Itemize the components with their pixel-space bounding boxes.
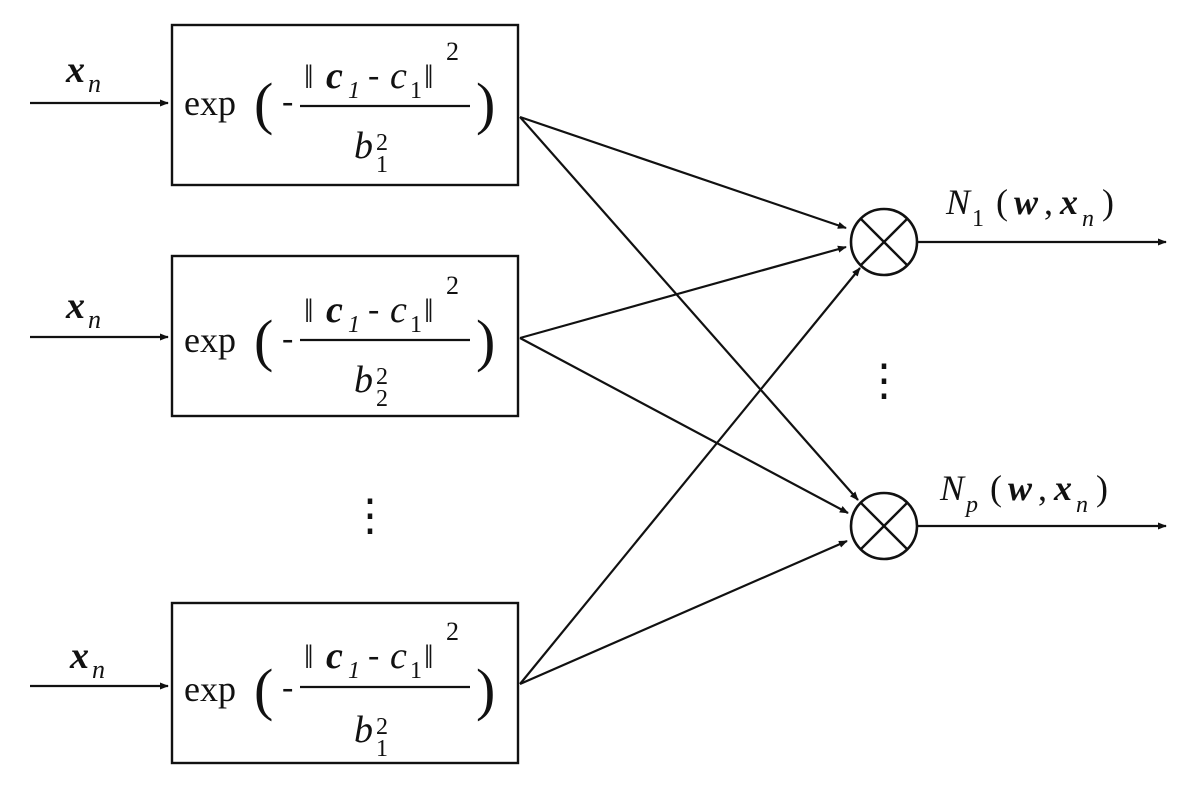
svg-text:x: x bbox=[65, 285, 85, 327]
connection-1-to-1 bbox=[519, 115, 847, 230]
svg-text:‖: ‖ bbox=[304, 293, 314, 330]
svg-text:w: w bbox=[1014, 182, 1039, 222]
svg-text:c: c bbox=[326, 635, 343, 677]
svg-text:-: - bbox=[368, 291, 379, 328]
svg-text:‖: ‖ bbox=[424, 639, 434, 676]
connection-2-to-p bbox=[519, 337, 849, 514]
svg-text:p: p bbox=[964, 492, 978, 518]
product-node-1 bbox=[849, 207, 919, 277]
connection-1-to-p bbox=[519, 116, 859, 501]
svg-text:,: , bbox=[1044, 182, 1053, 222]
svg-text:x: x bbox=[1053, 468, 1072, 508]
svg-text:‖: ‖ bbox=[424, 293, 434, 330]
svg-text:‖: ‖ bbox=[304, 639, 314, 676]
vdots-neurons: ⋮ bbox=[348, 491, 392, 540]
svg-text:): ) bbox=[1102, 182, 1114, 222]
svg-text:-: - bbox=[282, 83, 293, 120]
svg-text:x: x bbox=[69, 635, 89, 677]
svg-text:): ) bbox=[476, 71, 495, 136]
svg-text:c: c bbox=[326, 289, 343, 331]
product-node-p bbox=[849, 491, 919, 561]
svg-text:b: b bbox=[354, 125, 373, 167]
svg-text:-: - bbox=[368, 637, 379, 674]
svg-text:c: c bbox=[390, 55, 407, 97]
svg-text:2: 2 bbox=[446, 271, 459, 300]
svg-text:2: 2 bbox=[376, 714, 388, 740]
svg-text:2: 2 bbox=[376, 386, 388, 412]
neuron-formula-2: exp ( - ‖ c 1 - c 1 ‖ 2 b 2 2 ) bbox=[184, 271, 495, 412]
svg-text:n: n bbox=[88, 69, 101, 98]
svg-text:2: 2 bbox=[376, 130, 388, 156]
svg-text:1: 1 bbox=[410, 658, 422, 684]
svg-text:1: 1 bbox=[972, 206, 984, 232]
svg-text:N: N bbox=[945, 182, 972, 222]
svg-text:b: b bbox=[354, 709, 373, 751]
svg-text:n: n bbox=[1076, 492, 1088, 518]
connection-2-to-1 bbox=[519, 245, 847, 340]
svg-text:1: 1 bbox=[376, 736, 388, 762]
svg-text:(: ( bbox=[996, 182, 1008, 222]
svg-text:n: n bbox=[1082, 206, 1094, 232]
svg-text:-: - bbox=[368, 57, 379, 94]
svg-text:1: 1 bbox=[348, 78, 360, 104]
input-label-3: x n bbox=[69, 635, 105, 684]
svg-text:x: x bbox=[65, 49, 85, 91]
output-label-1: N 1 ( w , x n ) bbox=[945, 182, 1114, 232]
neuron-formula-3: exp ( - ‖ c 1 - c 1 ‖ 2 b 2 1 ) bbox=[184, 617, 495, 762]
svg-text:c: c bbox=[390, 635, 407, 677]
svg-text:(: ( bbox=[254, 308, 273, 373]
svg-text:exp: exp bbox=[184, 83, 236, 123]
svg-text:n: n bbox=[88, 305, 101, 334]
svg-text:b: b bbox=[354, 359, 373, 401]
svg-text:(: ( bbox=[254, 71, 273, 136]
svg-text:): ) bbox=[1096, 468, 1108, 508]
vdots-outputs: ⋮ bbox=[862, 356, 906, 405]
svg-text:1: 1 bbox=[376, 152, 388, 178]
svg-text:c: c bbox=[390, 289, 407, 331]
svg-text:-: - bbox=[282, 320, 293, 357]
svg-text:2: 2 bbox=[446, 37, 459, 66]
svg-text:-: - bbox=[282, 669, 293, 706]
svg-text:N: N bbox=[939, 468, 966, 508]
connection-3-to-p bbox=[519, 539, 848, 686]
svg-text:2: 2 bbox=[376, 364, 388, 390]
svg-text:exp: exp bbox=[184, 320, 236, 360]
svg-text:‖: ‖ bbox=[304, 59, 314, 96]
svg-text:n: n bbox=[92, 655, 105, 684]
connection-3-to-1 bbox=[519, 267, 861, 685]
neuron-box-2 bbox=[170, 254, 520, 418]
svg-text:): ) bbox=[476, 308, 495, 373]
svg-text:c: c bbox=[326, 55, 343, 97]
output-label-p: N p ( w , x n ) bbox=[939, 468, 1108, 518]
neuron-formula-1: exp ( - ‖ c 1 - c 1 ‖ 2 b 2 1 ) bbox=[184, 37, 495, 178]
neuron-box-3 bbox=[170, 601, 520, 765]
svg-text:): ) bbox=[476, 657, 495, 722]
svg-text:1: 1 bbox=[410, 312, 422, 338]
svg-text:(: ( bbox=[254, 657, 273, 722]
svg-text:x: x bbox=[1059, 182, 1078, 222]
svg-text:1: 1 bbox=[348, 312, 360, 338]
svg-text:1: 1 bbox=[348, 658, 360, 684]
svg-text:(: ( bbox=[990, 468, 1002, 508]
svg-text:2: 2 bbox=[446, 617, 459, 646]
svg-text:1: 1 bbox=[410, 78, 422, 104]
svg-text:‖: ‖ bbox=[424, 59, 434, 96]
svg-text:,: , bbox=[1038, 468, 1047, 508]
svg-text:w: w bbox=[1008, 468, 1033, 508]
input-label-1: x n bbox=[65, 49, 101, 98]
input-label-2: x n bbox=[65, 285, 101, 334]
svg-text:exp: exp bbox=[184, 669, 236, 709]
